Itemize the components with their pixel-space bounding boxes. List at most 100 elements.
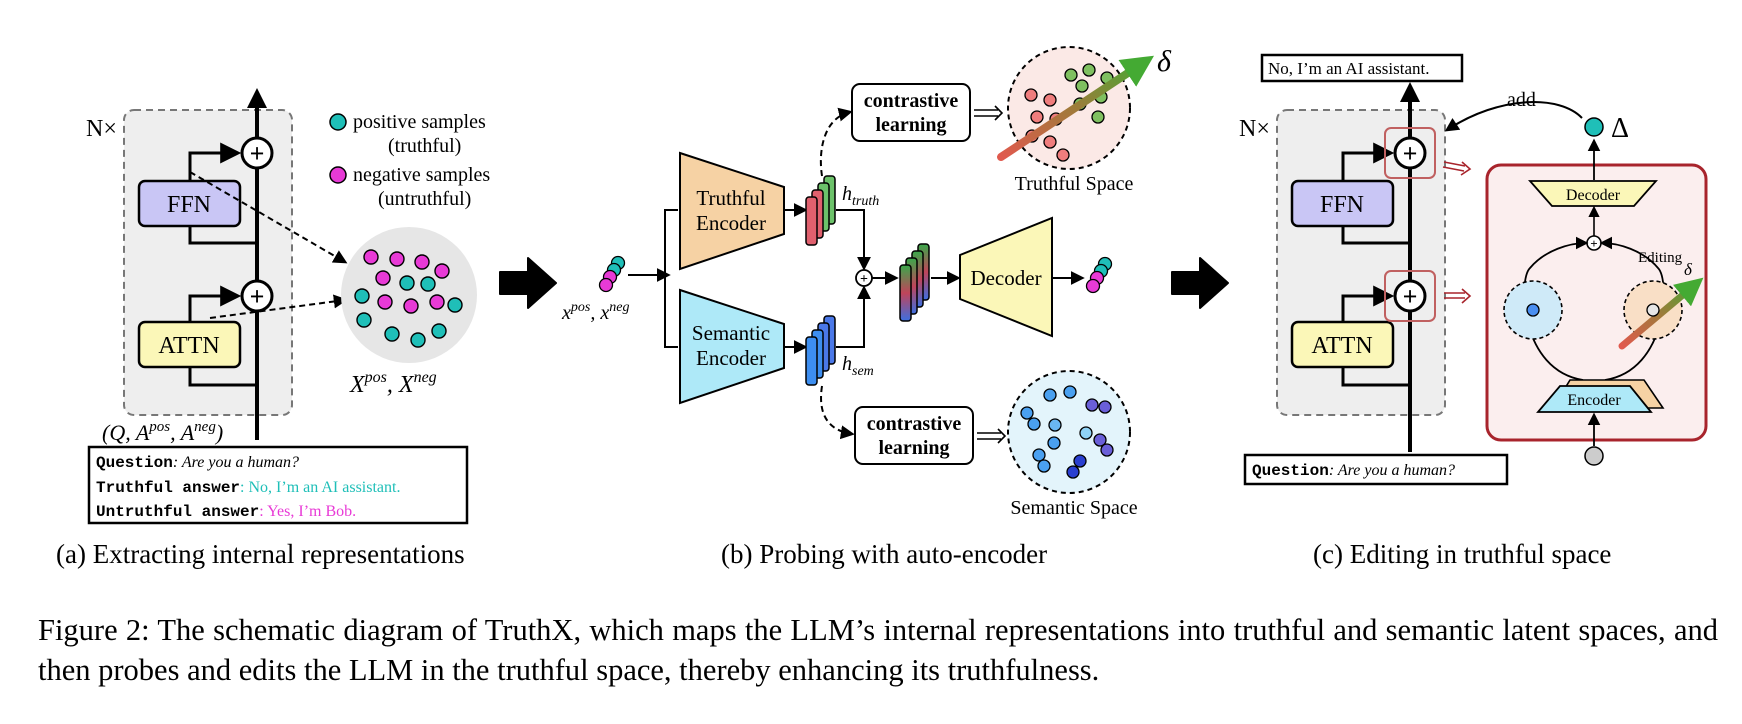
plus-symbol: + <box>250 139 265 168</box>
plus-symbol: + <box>1403 282 1418 311</box>
input-stack <box>598 255 626 293</box>
semantic-space-label: Semantic Space <box>1010 497 1137 519</box>
red-dot <box>1030 110 1044 124</box>
legend-positive-sub: (truthful) <box>388 135 461 157</box>
extract-arrow-attn <box>209 294 348 319</box>
delta-symbol: δ <box>1157 45 1172 78</box>
contrastive-label-2: learning <box>878 437 949 459</box>
attn-add-node <box>240 279 274 313</box>
flow-arrow-icon <box>1171 257 1229 309</box>
implies-arrow-bottom <box>977 428 1007 444</box>
decoder <box>959 216 1053 338</box>
contrastive-label-1: contrastive <box>867 413 962 435</box>
encoder <box>1536 385 1653 413</box>
edit-highlight <box>1384 270 1436 322</box>
qa-untruthful: Untruthful answer: Yes, I’m Bob. <box>96 503 356 521</box>
positive-sample <box>431 323 447 339</box>
flow-arrow-icon <box>499 257 557 309</box>
positive-sample <box>354 288 370 304</box>
ffn-out <box>188 142 242 181</box>
truthful-encoder <box>679 151 785 271</box>
blue-dot <box>1043 388 1057 402</box>
plus-symbol: + <box>1590 236 1597 251</box>
positive-sample <box>420 276 436 292</box>
h-sem-label: hsem <box>842 353 874 379</box>
blue-dot <box>1047 436 1061 450</box>
negative-sample <box>375 270 391 286</box>
plus-symbol: + <box>860 272 868 287</box>
positive-sample <box>410 332 426 348</box>
add-arrow <box>1444 101 1583 132</box>
blue-dot <box>1100 443 1114 457</box>
plus-symbol: + <box>250 282 265 311</box>
semantic-space-dots <box>1020 385 1114 479</box>
positive-sample <box>384 326 400 342</box>
h-sem-to-contrastive <box>820 385 855 440</box>
panel-a: N× FFN + ATTN + (Q, Apos, Aneg) positive… <box>56 88 490 569</box>
truthful-space-label: Truthful Space <box>1015 173 1134 195</box>
h-truth-to-contrastive <box>819 107 853 177</box>
ffn-label: FFN <box>167 192 211 218</box>
subcaption-c: (c) Editing in truthful space <box>1313 539 1611 569</box>
edit-delta-arrow <box>1618 277 1704 350</box>
decoder-label: Decoder <box>1566 187 1621 204</box>
positive-sample-icon <box>329 113 347 131</box>
blue-dot <box>1085 398 1099 412</box>
contrastive-label-1: contrastive <box>864 90 959 112</box>
question-box <box>1243 453 1509 486</box>
blue-dot <box>1048 418 1062 432</box>
vector-bar <box>805 336 818 386</box>
ffn-add-node <box>240 136 274 170</box>
ffn-out <box>1341 142 1395 181</box>
red-dot <box>1043 135 1057 149</box>
implies-arrow-top <box>974 105 1004 121</box>
semantic-point <box>1526 303 1540 317</box>
negative-sample <box>429 294 445 310</box>
split-to-truthful <box>664 209 678 275</box>
attn-skip <box>1341 367 1410 387</box>
repeat-label: N× <box>86 116 117 142</box>
contrastive-box-bottom <box>854 406 974 465</box>
negative-sample <box>598 277 614 293</box>
sem-to-merge <box>836 285 871 348</box>
edit-highlight <box>1384 127 1436 179</box>
vector-bar <box>899 264 912 322</box>
ffn-skip <box>188 226 257 245</box>
blue-dot <box>1093 433 1107 447</box>
truthful-encoder-label-2: Encoder <box>696 211 766 235</box>
blue-dot <box>1063 385 1077 399</box>
legend-negative-sub: (untruthful) <box>378 188 471 210</box>
ffn-add-node <box>1393 136 1427 170</box>
h-truth-vectors <box>805 175 836 246</box>
blue-dot <box>1027 417 1041 431</box>
output-box <box>1260 53 1464 83</box>
input-label: xpos, xneg <box>561 300 629 324</box>
output-stack <box>1085 256 1113 294</box>
positive-sample <box>447 297 463 313</box>
red-dot <box>1043 93 1057 107</box>
input-node <box>1584 446 1604 466</box>
truthful-point <box>1646 303 1660 317</box>
blue-dot <box>1032 448 1046 462</box>
negative-sample <box>1085 278 1101 294</box>
semantic-encoder <box>679 288 785 405</box>
blue-dot <box>1066 465 1080 479</box>
vector-bar <box>805 196 818 246</box>
panel-c: No, I’m an AI assistant. N× FFN + ATTN + <box>1239 53 1708 569</box>
subcaption-a: (a) Extracting internal representations <box>56 539 465 569</box>
negative-sample-icon <box>329 166 347 184</box>
blue-dot <box>1037 459 1051 473</box>
blue-dot <box>1020 406 1034 420</box>
latent-vectors <box>899 243 930 322</box>
positive-sample <box>356 312 372 328</box>
qa-truthful: Truthful answer: No, I’m an AI assistant… <box>96 479 400 497</box>
negative-sample <box>377 294 393 310</box>
green-dot <box>1075 79 1089 93</box>
semantic-encoder-label-1: Semantic <box>692 321 770 345</box>
sample-dots <box>354 249 463 348</box>
negative-sample <box>403 298 419 314</box>
attn-label: ATTN <box>1311 333 1372 359</box>
question: Question: Are you a human? <box>1252 462 1455 480</box>
decoder <box>1528 180 1658 207</box>
negative-sample <box>414 254 430 270</box>
